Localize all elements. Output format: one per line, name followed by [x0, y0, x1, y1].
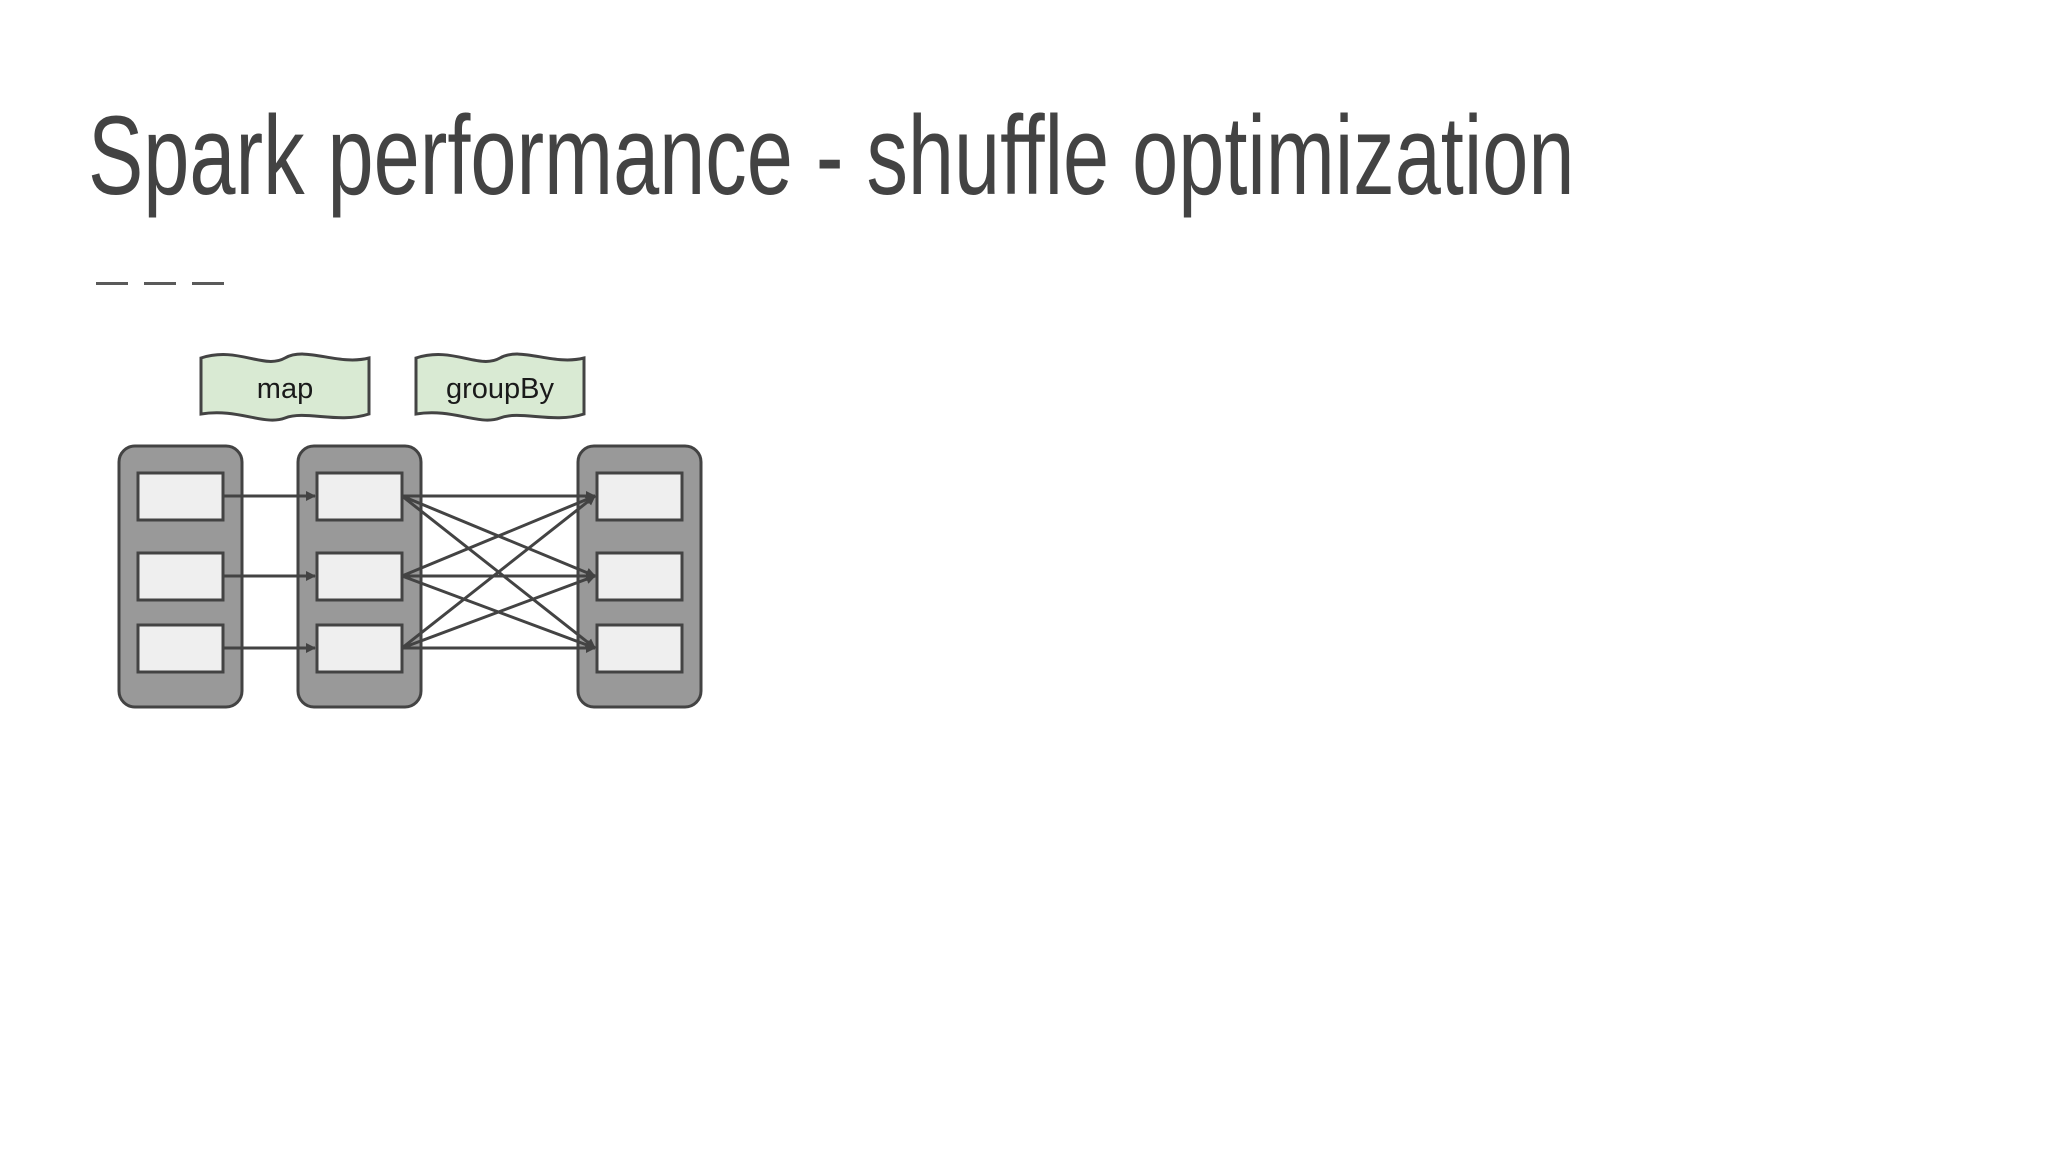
map-label-text: map: [257, 373, 313, 405]
shuffle-arrow-3-1: [401, 494, 596, 650]
groupby-operation-label: groupBy: [414, 352, 586, 422]
stage-2-partition-3: [315, 623, 404, 674]
stage-1-partition-2: [136, 551, 225, 602]
stage-2-partition-1: [315, 471, 404, 522]
stage-3-partition-1: [595, 471, 684, 522]
stage-3-partition-3: [595, 623, 684, 674]
shuffle-arrow-2-1: [401, 494, 596, 578]
stage-1-partition-1: [136, 471, 225, 522]
groupby-label-text: groupBy: [446, 373, 555, 405]
title-dashed-underline: [96, 282, 226, 285]
shuffle-arrow-3-2: [401, 574, 596, 650]
slide-title: Spark performance - shuffle optimization: [88, 93, 1575, 218]
stage-3-partition-2: [595, 551, 684, 602]
stage-2-partition-2: [315, 551, 404, 602]
stage-1-partition-3: [136, 623, 225, 674]
map-operation-label: map: [199, 352, 371, 422]
